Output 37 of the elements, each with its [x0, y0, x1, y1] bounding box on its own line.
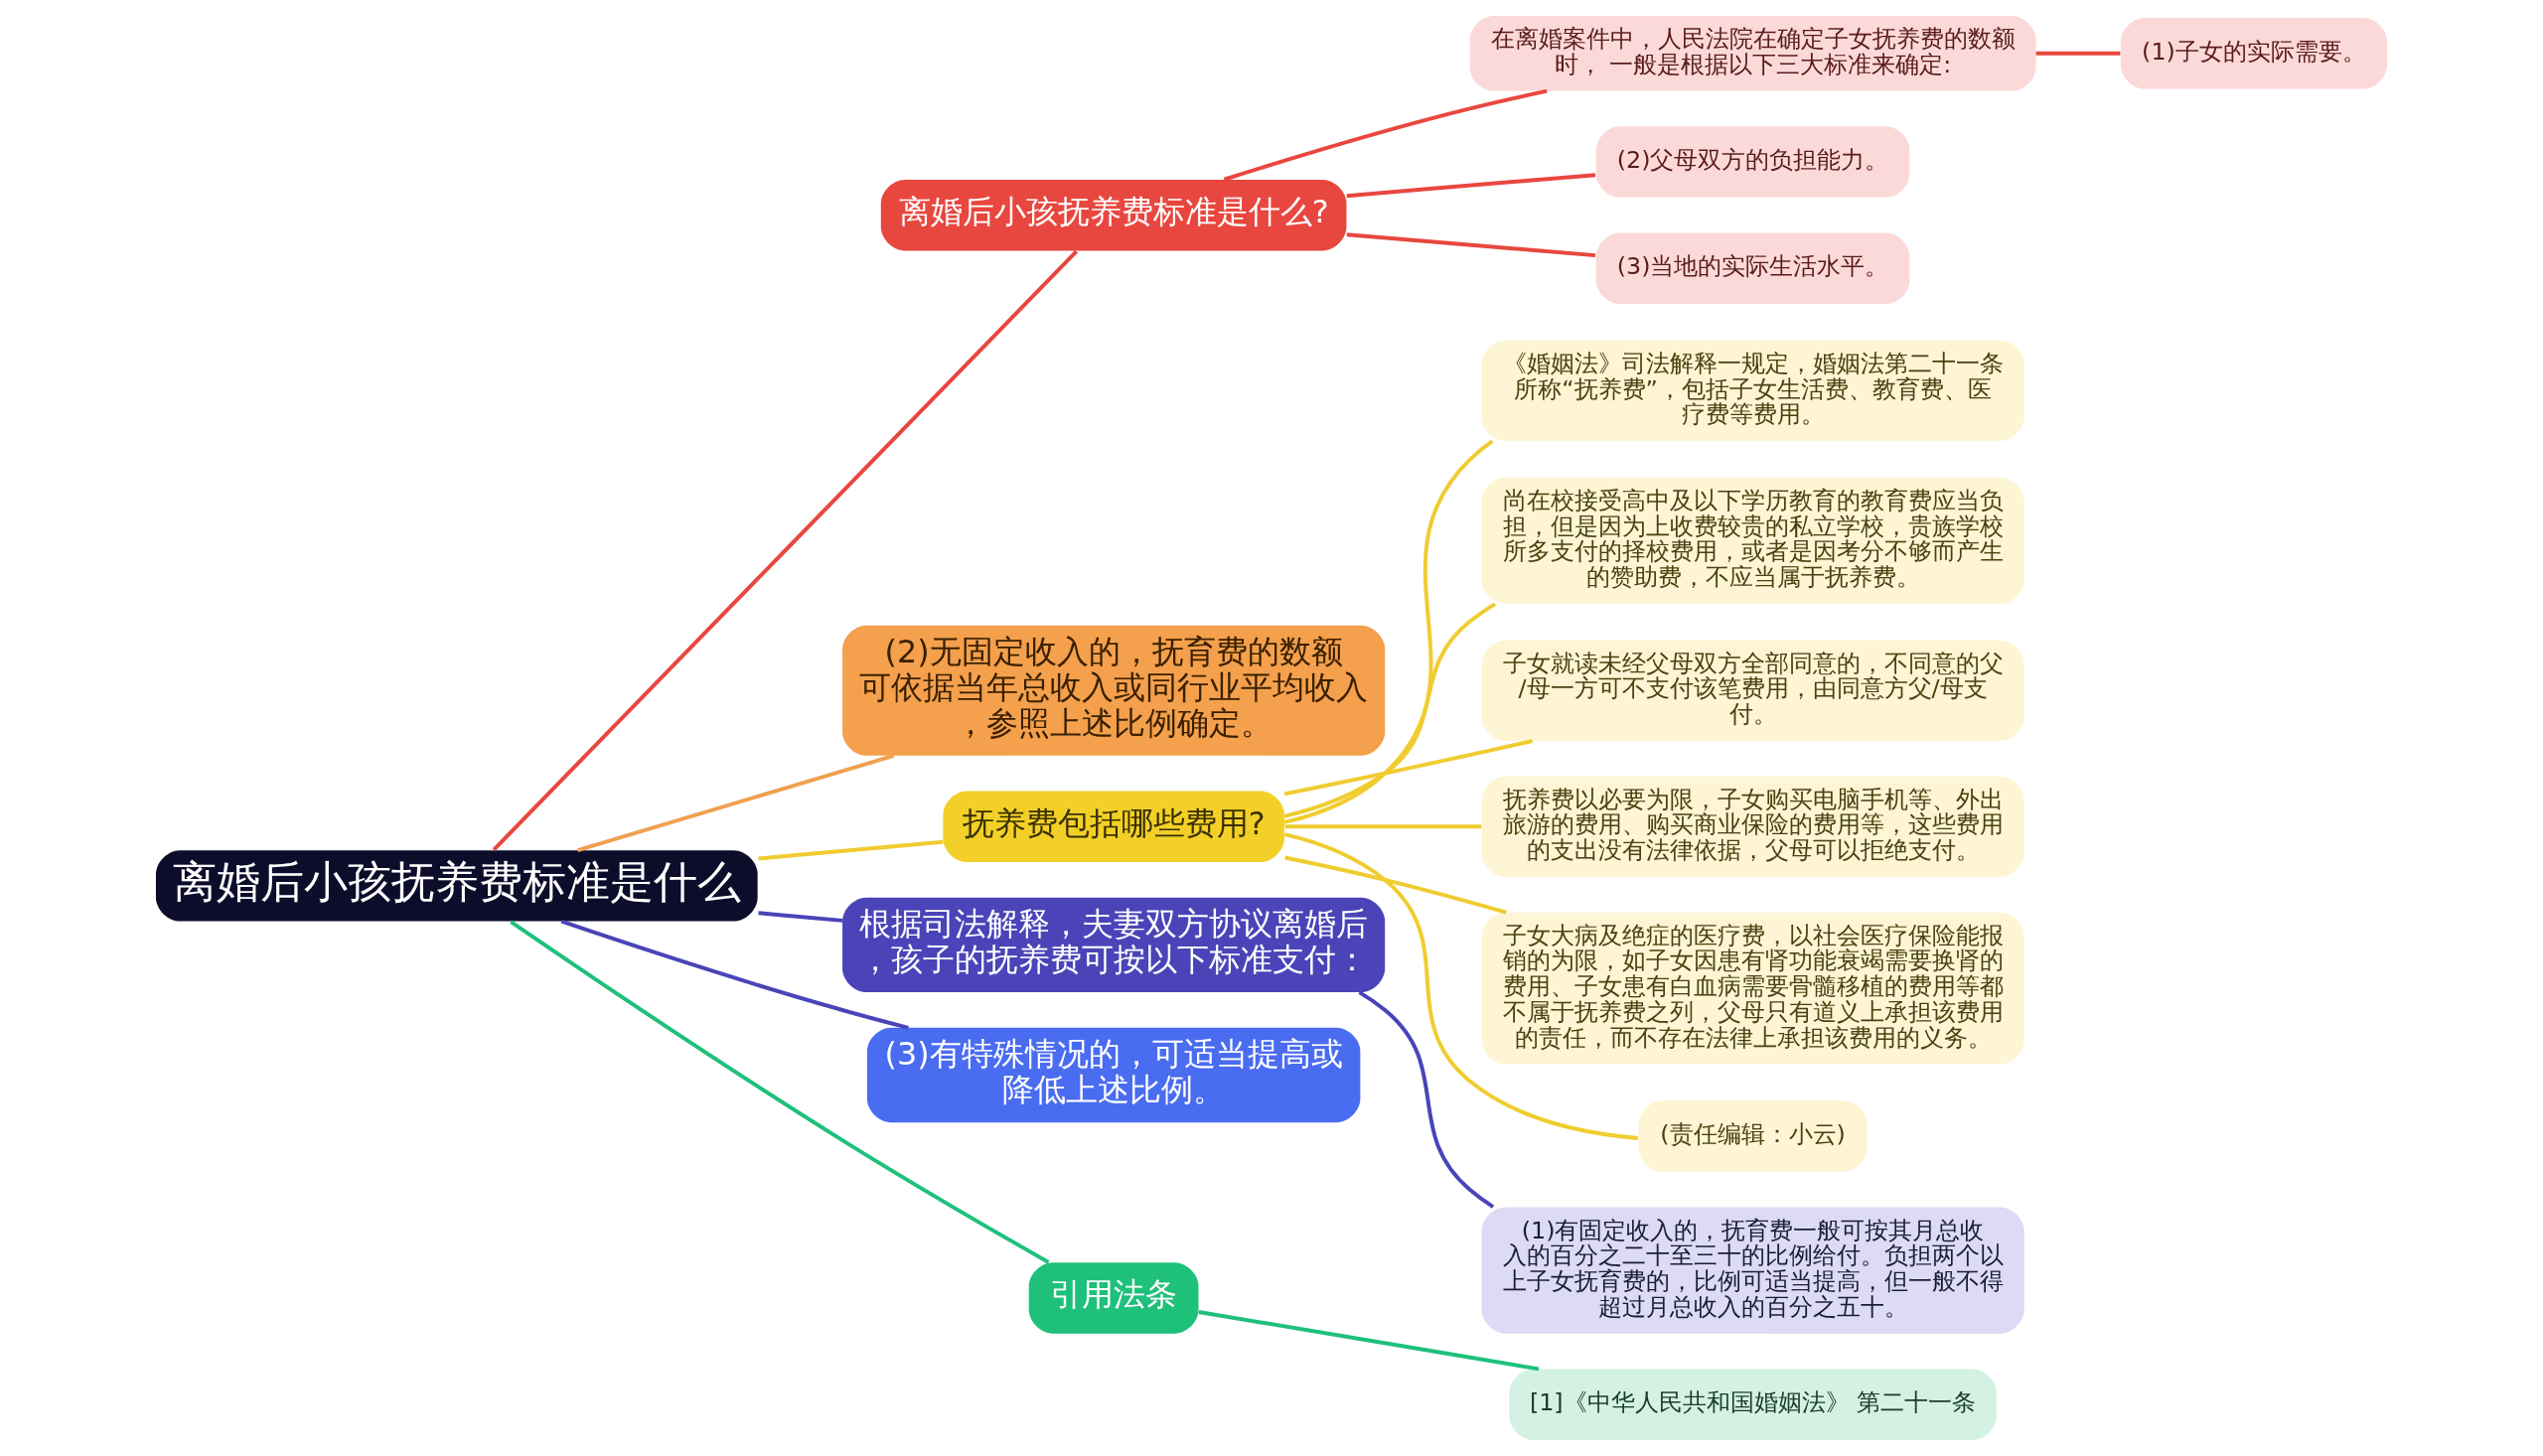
connector	[1346, 232, 1596, 258]
connector	[1198, 1310, 1540, 1372]
connector	[1284, 855, 1507, 915]
node-box: 离婚后小孩抚养费标准是什么	[155, 850, 758, 922]
connector	[1283, 832, 1638, 1140]
connector	[758, 911, 843, 923]
connector	[758, 839, 944, 861]
node-box: (2)无固定收入的，抚育费的数额可依据当年总收入或同行业平均收入，参照上述比例确定。	[842, 625, 1386, 756]
node-box: 离婚后小孩抚养费标准是什么?	[880, 179, 1347, 251]
node-box: 子女大病及绝症的医疗费，以社会医疗保险能报销的为限，如子女因患有肾功能衰竭需要换肾的费用、子女患有白血病需要骨髓移植的费用等都不属于抚养费之列，父母只有道义上承担该费用的责任，而不存在法律上承担该费用的义务。	[1481, 912, 2024, 1065]
connector	[1283, 439, 1494, 824]
node-box: (1)有固定收入的，抚育费一般可按其月总收入的百分之二十至三十的比例给付。负担两个以上子女抚育费的，比例可适当提高，但一般不得超过月总收入的百分之五十。	[1481, 1207, 2024, 1334]
connector	[1346, 173, 1596, 199]
connector	[560, 919, 909, 1030]
connector	[2035, 51, 2121, 56]
connector	[510, 920, 1050, 1264]
node-box: 在离婚案件中，人民法院在确定子女抚养费的数额时， 一般是根据以下三大标准来确定:	[1469, 16, 2036, 91]
node-box: (3)有特殊情况的，可适当提高或降低上述比例。	[866, 1027, 1361, 1123]
connector	[1223, 88, 1548, 182]
node-box: (1)子女的实际需要。	[2120, 18, 2388, 89]
connector	[1283, 602, 1496, 818]
node-box: (责任编辑：小云)	[1638, 1100, 1868, 1172]
node-box: [1]《中华人民共和国婚姻法》 第二十一条	[1509, 1369, 1997, 1440]
connector	[1358, 990, 1495, 1209]
node-box: 引用法条	[1028, 1262, 1199, 1334]
node-box: 抚养费包括哪些费用?	[943, 791, 1284, 863]
node-box: (2)父母双方的负担能力。	[1595, 126, 1910, 198]
connector	[1283, 739, 1534, 797]
connector	[577, 753, 895, 852]
node-box: 根据司法解释，夫妻双方协议离婚后，孩子的抚养费可按以下标准支付：	[842, 897, 1386, 993]
connector	[1284, 824, 1482, 829]
node-box: (3)当地的实际生活水平。	[1595, 232, 1910, 304]
node-box: 抚养费以必要为限，子女购买电脑手机等、外出旅游的费用、购买商业保险的费用等，这些费用的支出没有法律依据，父母可以拒绝支付。	[1481, 776, 2024, 877]
node-box: 《婚姻法》司法解释一规定，婚姻法第二十一条所称“抚养费”，包括子女生活费、教育费、医疗费等费用。	[1481, 340, 2024, 442]
node-box: 尚在校接受高中及以下学历教育的教育费应当负担，但是因为上收费较贵的私立学校，贵族学校所多支付的择校费用，或者是因考分不够而产生的赞助费，不应当属于抚养费。	[1481, 477, 2024, 604]
node-box: 子女就读未经父母双方全部同意的，不同意的父/母一方可不支付该笔费用，由同意方父/母支付。	[1481, 640, 2024, 741]
connector	[492, 249, 1079, 851]
